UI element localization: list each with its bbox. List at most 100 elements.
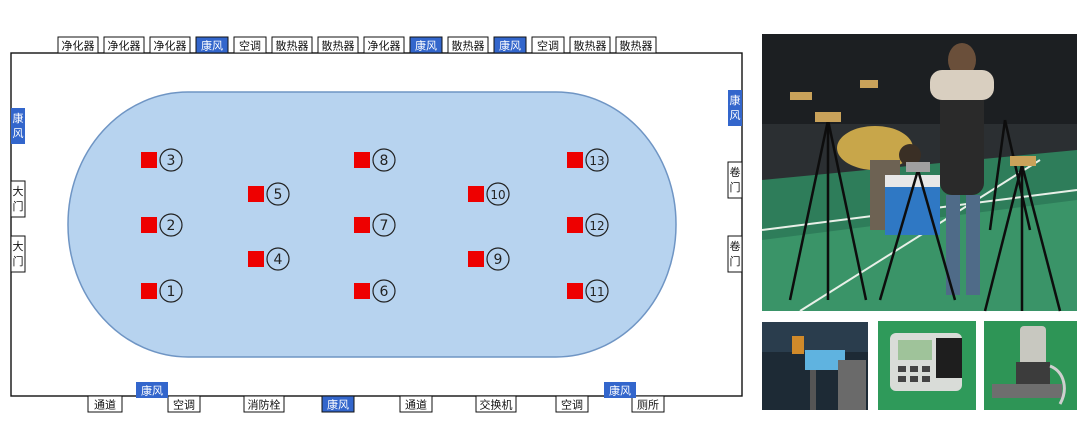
top-label-text: 散热器 bbox=[620, 39, 653, 53]
sampling-point-11: 11 bbox=[567, 279, 609, 303]
point-marker bbox=[141, 283, 157, 299]
left-label-2: 大门 bbox=[10, 180, 26, 218]
bottom-label-8: 厕所 bbox=[631, 395, 665, 413]
point-number: 11 bbox=[589, 285, 604, 299]
top-label-1: 净化器 bbox=[57, 36, 99, 54]
bottom-label-text: 康风 bbox=[327, 398, 349, 412]
point-circle bbox=[372, 148, 396, 172]
top-label-text: 净化器 bbox=[62, 39, 95, 53]
bottom-label-text: 空调 bbox=[561, 398, 583, 412]
left-label-char: 风 bbox=[13, 127, 24, 140]
bottom-vent-tab-2: 康风 bbox=[604, 382, 636, 398]
right-label-char: 门 bbox=[730, 254, 741, 268]
top-label-10: 散热器 bbox=[447, 36, 489, 54]
top-label-text: 康风 bbox=[201, 39, 223, 53]
right-label-char: 卷 bbox=[730, 165, 741, 179]
left-label-char: 大 bbox=[13, 184, 24, 198]
point-marker bbox=[141, 217, 157, 233]
left-label-3: 大门 bbox=[10, 235, 26, 273]
point-marker bbox=[567, 217, 583, 233]
photo-sampler-head bbox=[984, 321, 1077, 410]
point-number: 8 bbox=[380, 153, 389, 169]
right-label-char: 康 bbox=[730, 93, 741, 107]
left-label-1: 康风 bbox=[11, 108, 25, 144]
left-label-char: 门 bbox=[13, 254, 24, 268]
top-label-text: 净化器 bbox=[108, 39, 141, 53]
top-label-text: 净化器 bbox=[368, 39, 401, 53]
photo-sampler-panel bbox=[878, 321, 976, 410]
bottom-label-text: 空调 bbox=[173, 398, 195, 412]
point-circle bbox=[585, 213, 609, 237]
point-marker bbox=[567, 283, 583, 299]
sampling-point-10: 10 bbox=[468, 182, 510, 206]
top-label-6: 散热器 bbox=[271, 36, 313, 54]
point-circle bbox=[486, 247, 510, 271]
bottom-wall-labels: 通道 空调 消防栓 康风 通道 交换机 空调 厕所 bbox=[87, 395, 665, 413]
point-marker bbox=[248, 186, 264, 202]
sampling-point-13: 13 bbox=[567, 148, 609, 172]
point-number: 3 bbox=[167, 153, 176, 169]
left-label-char: 康 bbox=[13, 111, 24, 125]
bottom-vent-tab-1: 康风 bbox=[136, 382, 168, 398]
right-label-2: 卷门 bbox=[727, 161, 743, 199]
top-label-2: 净化器 bbox=[103, 36, 145, 54]
point-marker bbox=[567, 152, 583, 168]
sampling-point-9: 9 bbox=[468, 247, 510, 271]
bottom-label-text: 厕所 bbox=[637, 399, 659, 412]
point-circle bbox=[372, 279, 396, 303]
right-label-1: 康风 bbox=[728, 90, 742, 126]
bottom-label-6: 交换机 bbox=[475, 395, 517, 413]
top-label-text: 空调 bbox=[239, 39, 261, 53]
point-number: 10 bbox=[490, 188, 505, 202]
bottom-vent-tab-text: 康风 bbox=[141, 384, 163, 398]
point-marker bbox=[354, 152, 370, 168]
point-circle bbox=[266, 182, 290, 206]
point-marker bbox=[354, 283, 370, 299]
bottom-label-5: 通道 bbox=[399, 395, 433, 413]
bottom-label-text: 交换机 bbox=[480, 398, 513, 412]
point-circle bbox=[486, 182, 510, 206]
left-label-char: 门 bbox=[13, 199, 24, 213]
top-label-text: 散热器 bbox=[276, 39, 309, 53]
bottom-label-text: 消防栓 bbox=[248, 398, 281, 412]
top-label-text: 净化器 bbox=[154, 39, 187, 53]
top-label-8: 净化器 bbox=[363, 36, 405, 54]
bottom-vent-tabs: 康风 康风 bbox=[136, 382, 636, 398]
point-marker bbox=[468, 186, 484, 202]
main-photo-field-sampling bbox=[761, 34, 1078, 312]
point-number: 4 bbox=[274, 252, 283, 268]
sampling-point-5: 5 bbox=[248, 182, 290, 206]
point-number: 12 bbox=[589, 219, 604, 233]
top-wall-labels: 净化器净化器净化器康风空调散热器散热器净化器康风散热器康风空调散热器散热器 bbox=[57, 36, 657, 54]
top-label-text: 散热器 bbox=[452, 39, 485, 53]
bottom-vent-tab-text: 康风 bbox=[609, 384, 631, 398]
top-label-text: 散热器 bbox=[322, 39, 355, 53]
right-label-char: 风 bbox=[730, 109, 741, 122]
point-marker bbox=[354, 217, 370, 233]
point-number: 1 bbox=[167, 284, 176, 300]
top-label-text: 康风 bbox=[499, 39, 521, 53]
sampling-point-3: 3 bbox=[141, 148, 183, 172]
bottom-label-4: 康风 bbox=[321, 395, 355, 413]
point-circle bbox=[159, 279, 183, 303]
top-label-12: 空调 bbox=[531, 36, 565, 54]
right-label-char: 门 bbox=[730, 180, 741, 194]
point-circle bbox=[585, 148, 609, 172]
point-number: 9 bbox=[494, 252, 503, 268]
bottom-label-text: 通道 bbox=[94, 398, 116, 412]
point-circle bbox=[372, 213, 396, 237]
point-marker bbox=[468, 251, 484, 267]
sampling-point-1: 1 bbox=[141, 279, 183, 303]
point-circle bbox=[159, 213, 183, 237]
point-number: 13 bbox=[589, 154, 604, 168]
top-label-text: 散热器 bbox=[574, 39, 607, 53]
top-label-3: 净化器 bbox=[149, 36, 191, 54]
bottom-label-3: 消防栓 bbox=[243, 395, 285, 413]
point-circle bbox=[159, 148, 183, 172]
point-number: 2 bbox=[167, 218, 176, 234]
bottom-label-7: 空调 bbox=[555, 395, 589, 413]
